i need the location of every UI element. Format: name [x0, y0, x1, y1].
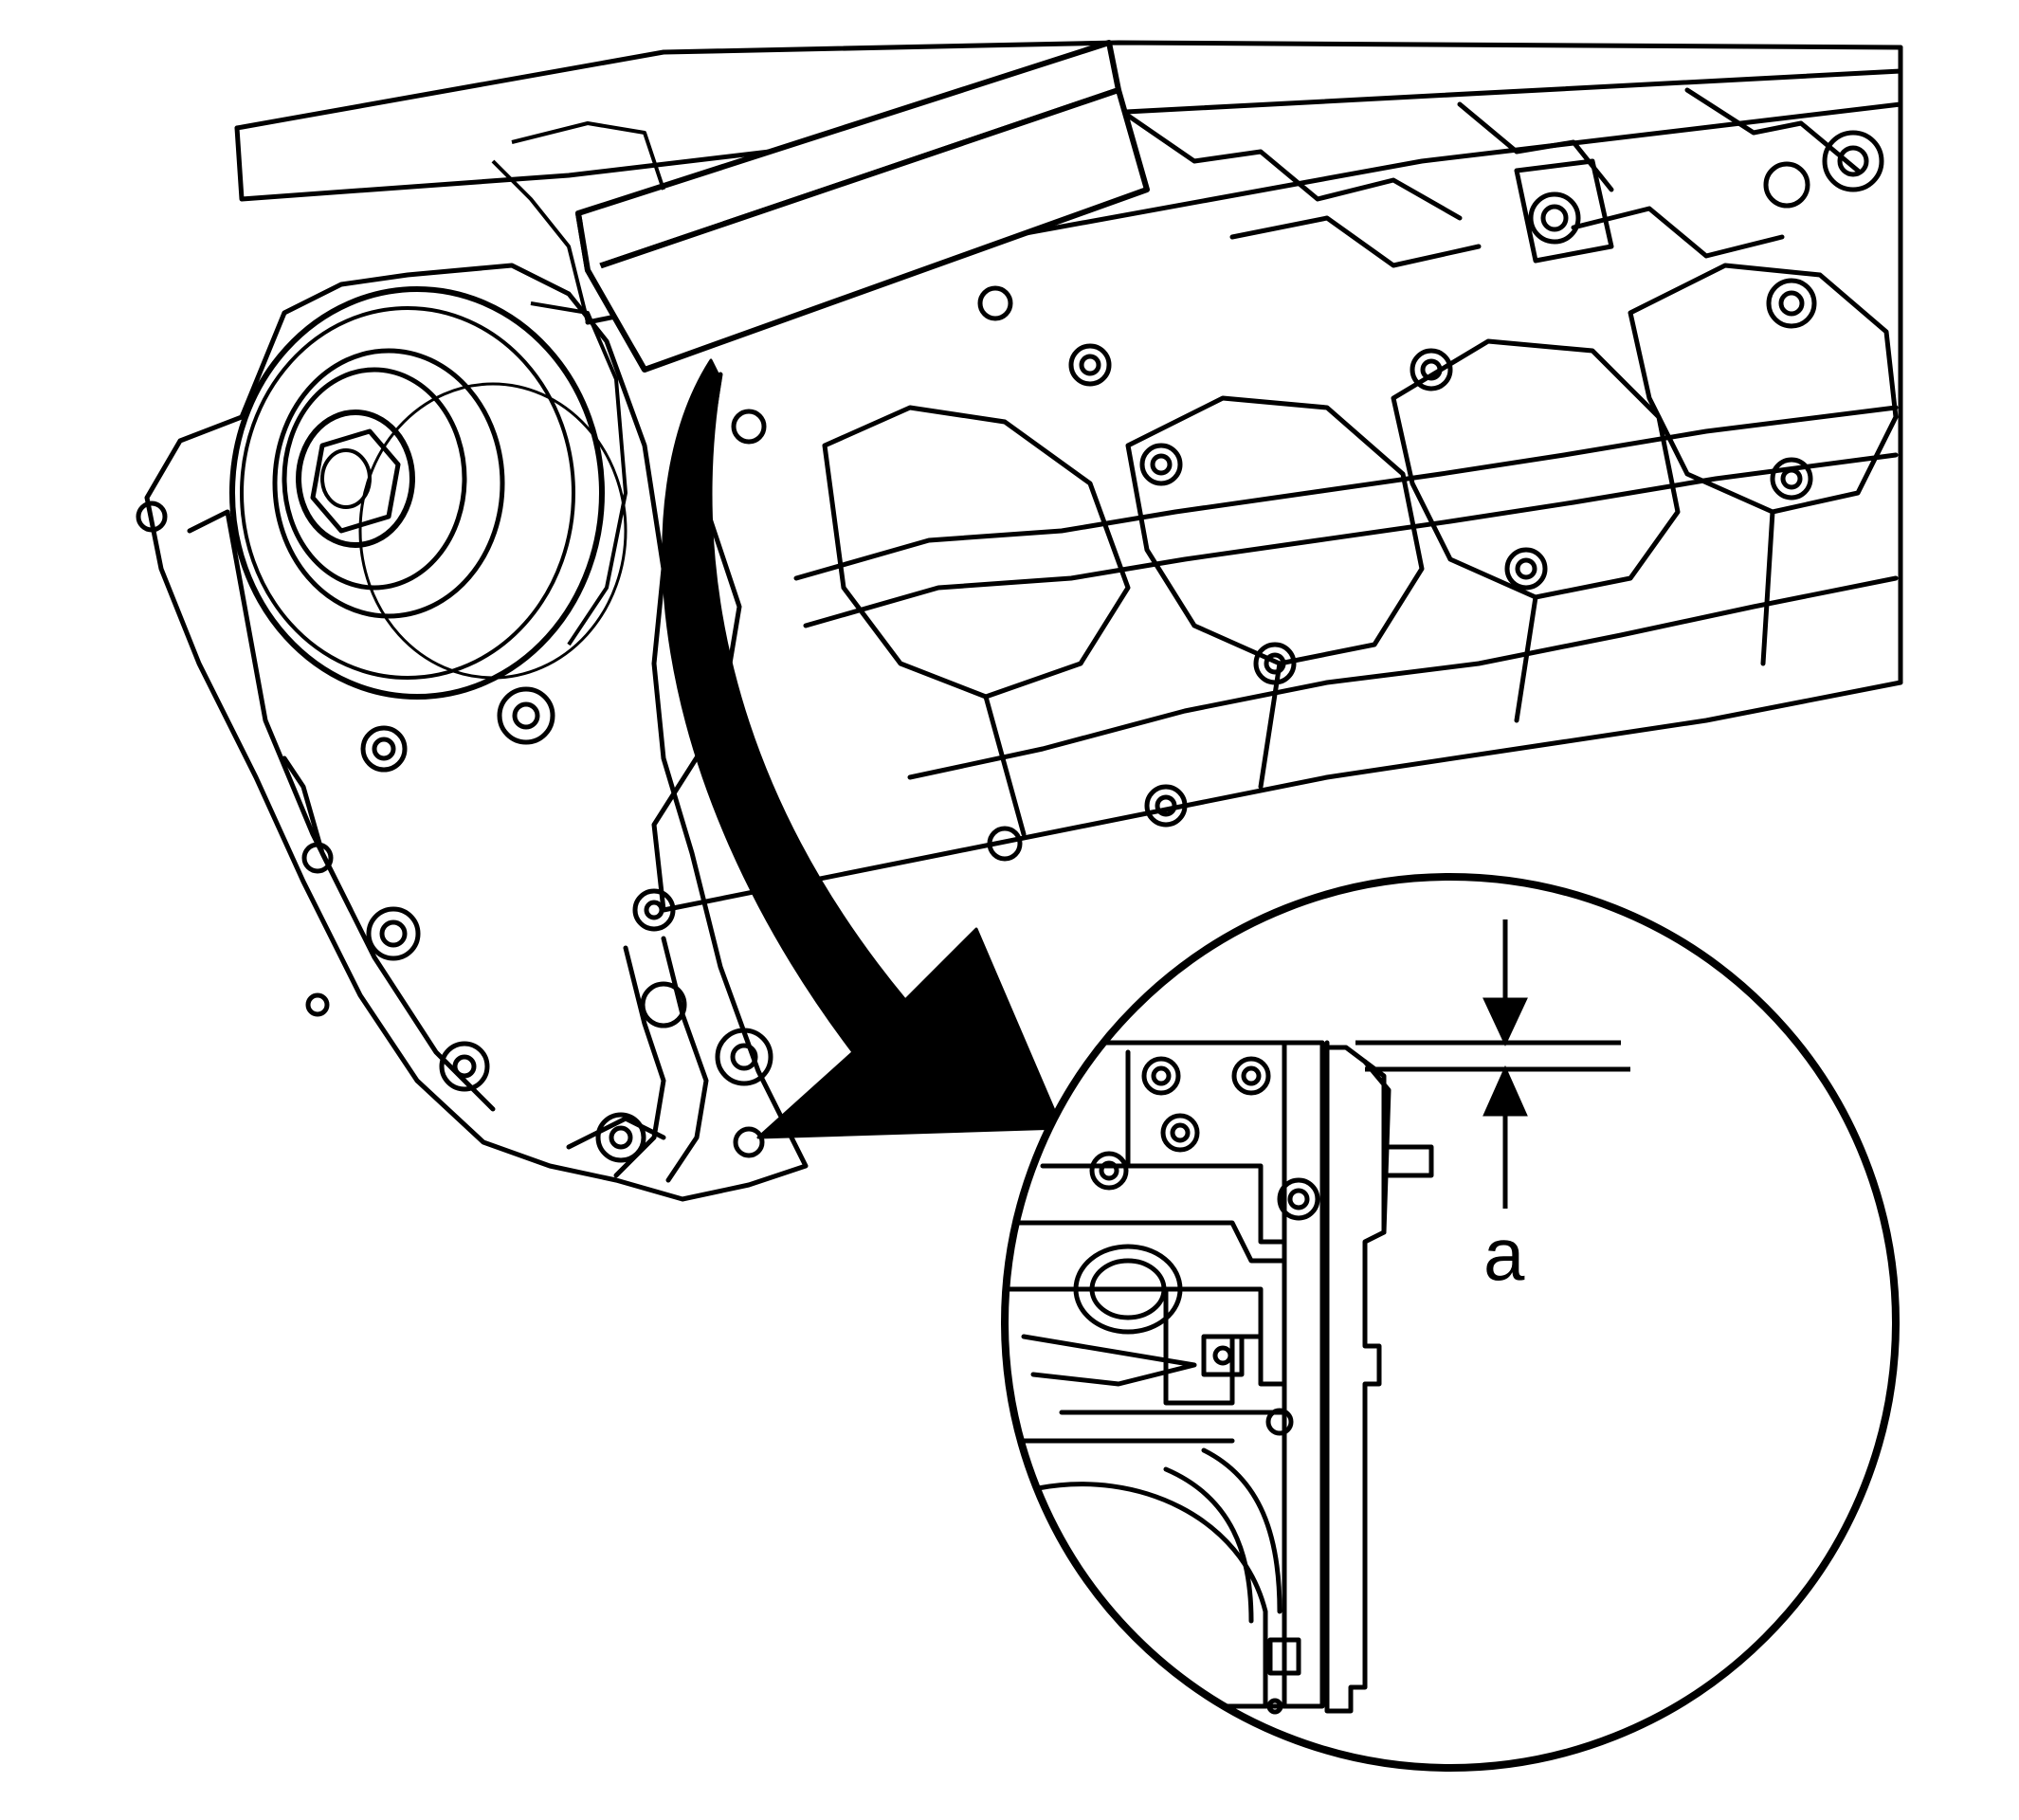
straight-edge-bar: [575, 40, 1150, 373]
dimension-arrows: [1355, 919, 1630, 1209]
front-cover: [136, 263, 809, 1202]
dimension-label: a: [1483, 1212, 1525, 1296]
crankshaft-pulley: [229, 121, 665, 700]
detail-magnifier: [1001, 873, 1900, 1772]
